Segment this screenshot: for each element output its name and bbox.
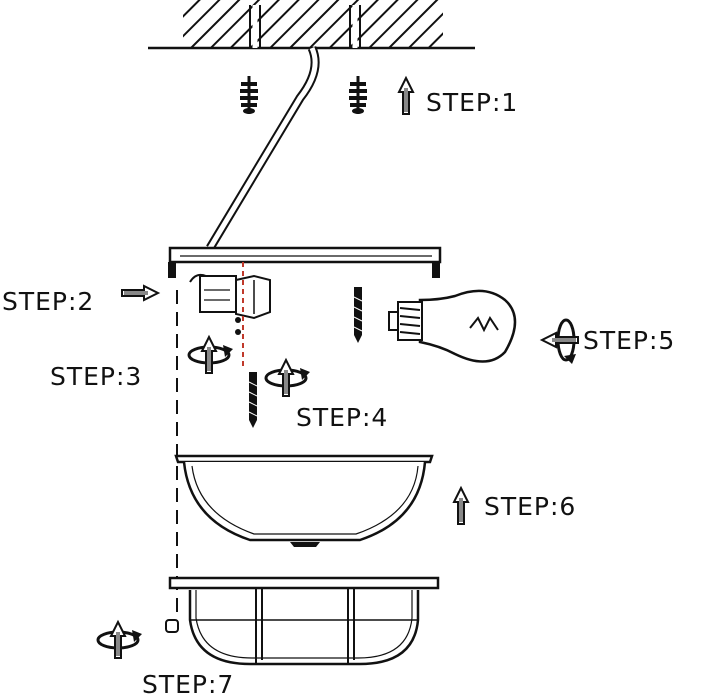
- step-4-label: STEP:4: [296, 403, 389, 432]
- lamp-socket: [189, 262, 271, 366]
- cage-guard: [165, 576, 440, 666]
- step-7-label: STEP:7: [142, 670, 235, 699]
- wall-anchor-icon: [347, 74, 369, 116]
- rotate-icon: [187, 336, 235, 374]
- step-2-label: STEP:2: [2, 287, 95, 316]
- step-1-label: STEP:1: [426, 88, 519, 117]
- light-bulb: [388, 289, 517, 363]
- step-3-label: STEP:3: [50, 362, 143, 391]
- screw-icon: [248, 371, 258, 429]
- rotate-icon: [96, 621, 144, 659]
- power-cable: [206, 46, 320, 251]
- wall-anchor-icon: [238, 74, 260, 116]
- step-5-label: STEP:5: [583, 326, 676, 355]
- step-6-label: STEP:6: [484, 492, 577, 521]
- ceiling: [148, 0, 475, 50]
- rotate-icon: [264, 359, 312, 397]
- screw-icon: [353, 286, 363, 344]
- mounting-bar: [168, 246, 442, 278]
- glass-shade: [174, 454, 434, 547]
- up-arrow-icon: [398, 77, 414, 115]
- up-arrow-icon: [453, 487, 469, 525]
- right-arrow-icon: [121, 285, 159, 301]
